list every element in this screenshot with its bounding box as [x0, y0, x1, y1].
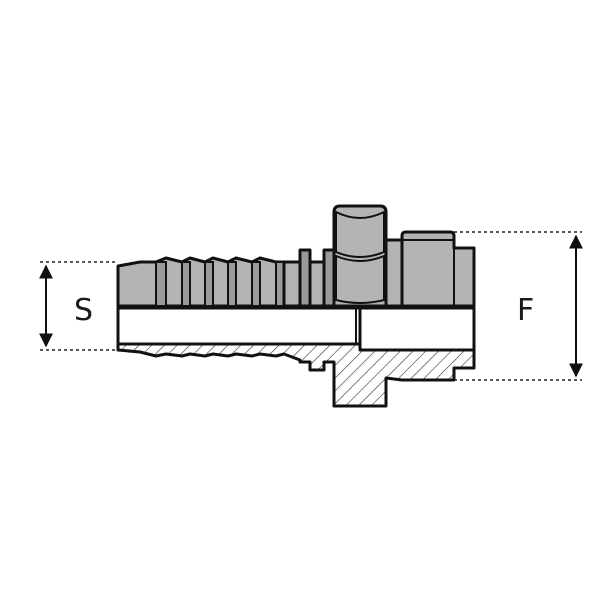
dimension-f-label: F	[517, 293, 534, 328]
collar-ring	[282, 260, 302, 308]
thread-shoulder	[384, 238, 404, 308]
bore	[116, 306, 362, 346]
collar-gap	[308, 260, 326, 308]
thread-body	[400, 230, 476, 308]
hex-nut	[332, 204, 388, 308]
section-cut-hatched	[116, 342, 476, 408]
hex-nut-face-lower	[335, 254, 385, 304]
bore-enlarged	[358, 306, 476, 352]
dimension-s-label: S	[74, 293, 93, 328]
hex-nut-face-upper	[335, 210, 385, 258]
dimension-s: S	[39, 261, 118, 351]
barb-ridges	[155, 261, 285, 307]
thread-end	[384, 230, 476, 308]
dimension-f: F	[454, 231, 583, 381]
hose-tail	[116, 248, 336, 308]
